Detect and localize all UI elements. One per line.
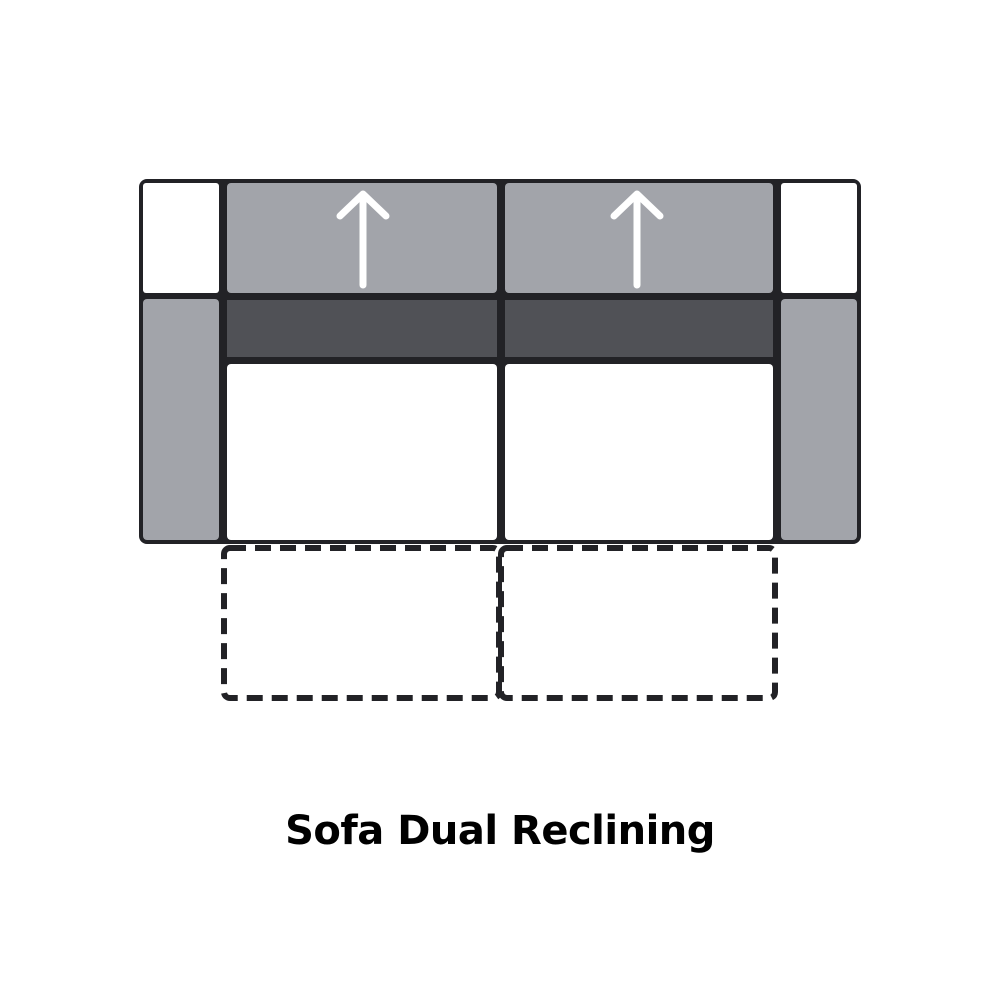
left-seat [227, 364, 497, 540]
right-seat [505, 364, 773, 540]
right-footrest-extended [498, 545, 778, 701]
left-arm [143, 299, 219, 540]
left-recline-arrow-icon [336, 190, 390, 289]
right-seat-back-band [505, 300, 773, 357]
right-top-corner [781, 183, 857, 293]
left-seat-back-band [227, 300, 497, 357]
left-top-corner [143, 183, 219, 293]
left-footrest-extended [221, 545, 502, 701]
diagram-caption: Sofa Dual Reclining [285, 808, 715, 854]
right-arm [781, 299, 857, 540]
right-recline-arrow-icon [610, 190, 664, 289]
